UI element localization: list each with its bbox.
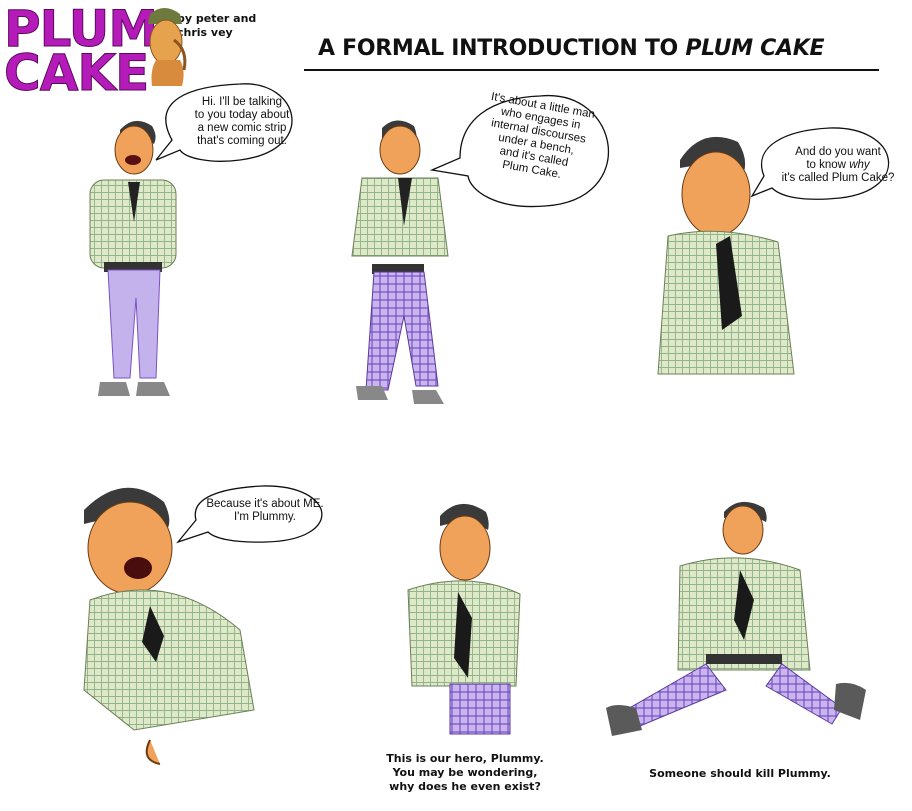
title-emphasis: PLUM CAKE <box>685 36 825 61</box>
panel-5-caption-line-1: This is our hero, Plummy. <box>386 752 544 765</box>
panel-6-caption-line-1: Someone should kill Plummy. <box>649 767 831 780</box>
title-prefix: A FORMAL INTRODUCTION TO <box>318 36 686 61</box>
panel-5-caption-line-2: You may be wondering, <box>392 766 538 779</box>
panel-3-emphasis: why <box>849 159 870 171</box>
author-portrait <box>148 8 187 86</box>
title-underline <box>304 69 879 71</box>
byline-line-1: by peter and <box>177 12 257 25</box>
panel-4-bubble-text: Because it's about ME. I'm Plummy. <box>200 498 330 524</box>
panel-3-bubble-text: And do you want to know why it's called … <box>774 146 902 185</box>
panel-2-bubble <box>429 95 609 208</box>
logo-cake: CAKE <box>3 44 149 102</box>
panel-3-line-2a: to know <box>806 159 846 171</box>
panel-4-bubble <box>176 485 323 544</box>
byline: by peter and chris vey <box>177 12 256 40</box>
panel-4-line-1: Because it's about ME. <box>206 498 324 510</box>
panel-1-figure <box>89 120 177 396</box>
panel-3-bubble <box>750 127 890 200</box>
panel-1-bubble <box>155 83 293 162</box>
panel-4-figure <box>83 487 255 765</box>
panel-1-line-4: that's coming out. <box>197 135 287 147</box>
panel-3-figure <box>657 136 795 375</box>
byline-line-2: chris vey <box>177 26 233 39</box>
logo-plum: PLUM <box>3 0 158 58</box>
panel-5-caption: This is our hero, Plummy. You may be won… <box>370 752 560 794</box>
panel-1-line-3: a new comic strip <box>197 122 287 134</box>
panel-1-line-2: to you today about <box>194 109 290 121</box>
panel-3-line-3: it's called Plum Cake? <box>781 172 895 184</box>
page-title: A FORMAL INTRODUCTION TO PLUM CAKE <box>318 36 825 61</box>
panel-5-caption-line-3: why does he even exist? <box>389 780 541 793</box>
panel-4-line-2: I'm Plummy. <box>233 511 297 523</box>
panel-3-line-2: to know why <box>774 159 902 172</box>
panel-6-caption: Someone should kill Plummy. <box>640 767 840 781</box>
panel-2-figure <box>351 120 449 404</box>
panel-6-figure <box>606 501 866 736</box>
panel-1-bubble-text: Hi. I'll be talking to you today about a… <box>184 96 300 148</box>
panel-5-figure <box>407 503 521 735</box>
panel-3-line-1: And do you want <box>795 146 881 158</box>
panel-1-line-1: Hi. I'll be talking <box>201 96 283 108</box>
